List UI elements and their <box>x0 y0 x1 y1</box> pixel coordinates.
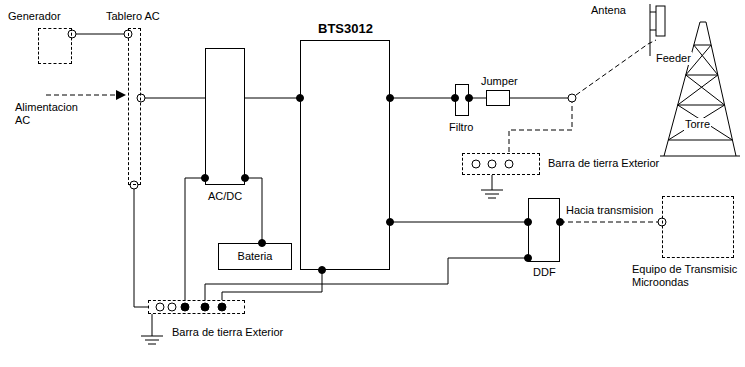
rectifier-box: AC/DC <box>205 48 245 185</box>
connector <box>557 218 667 226</box>
terminal <box>488 160 496 168</box>
connection-dot <box>130 181 138 189</box>
terminal <box>218 303 226 311</box>
connection-dot <box>319 267 326 274</box>
battery-box: Bateria <box>218 243 292 270</box>
node-label: Barra de tierra Exterior <box>548 157 659 170</box>
connector-line <box>510 98 572 99</box>
terminal <box>505 160 513 168</box>
connector <box>509 94 576 153</box>
connector <box>68 30 132 38</box>
connector-label: Hacia transmision <box>565 204 654 217</box>
tower-symbol <box>660 22 740 156</box>
connection-dot <box>466 95 473 102</box>
connector-line <box>390 98 455 99</box>
connector <box>387 219 532 226</box>
node-label: Barra de tierra Exterior <box>172 326 283 339</box>
feeder-line <box>576 40 656 95</box>
ground-symbol <box>481 175 503 198</box>
connector <box>387 95 459 102</box>
connector <box>222 267 326 301</box>
generator-box: Generador <box>38 28 72 64</box>
connector-line <box>222 270 322 300</box>
arrow-head <box>116 90 126 100</box>
supply-arrow <box>46 95 118 96</box>
node-label: Jumper <box>481 75 518 88</box>
tower-label: Torre <box>684 118 711 131</box>
connector <box>130 181 148 307</box>
node-label: DDF <box>533 266 556 279</box>
connection-dot <box>387 95 394 102</box>
connector <box>242 175 266 247</box>
supply-label: Alimentacion AC <box>14 101 96 127</box>
node-label: Tablero AC <box>106 10 160 23</box>
node-label: Generador <box>8 10 61 23</box>
terminal-group <box>472 160 513 168</box>
connector-line <box>205 258 528 300</box>
ground-symbol <box>141 314 163 344</box>
antenna-symbol <box>650 4 665 56</box>
node-label: Bateria <box>238 250 273 263</box>
connector-line <box>245 98 300 99</box>
connector-line <box>141 98 205 99</box>
terminal <box>156 303 164 311</box>
connector-line <box>390 222 528 223</box>
connector-line <box>245 178 262 243</box>
terminal-group <box>156 303 226 311</box>
terminal <box>168 303 176 311</box>
node-label: BTS3012 <box>318 21 373 37</box>
connection-dot <box>568 94 576 102</box>
ddf-box: DDF <box>528 198 560 262</box>
terminal <box>181 303 189 311</box>
microwave-equipment: Equipo de Transmisic Microondas <box>662 196 734 258</box>
connection-dot <box>387 219 394 226</box>
node-label: Filtro <box>449 121 473 134</box>
ground-bar: Barra de tierra Exterior <box>462 153 540 175</box>
ground-bar: Barra de tierra Exterior <box>148 300 245 314</box>
connector-line <box>134 185 148 307</box>
connector-line <box>509 98 572 153</box>
ac-panel: Tablero AC <box>128 28 141 185</box>
node-label: Equipo de Transmisic Microondas <box>632 263 740 289</box>
jumper-box: Jumper <box>486 90 510 106</box>
terminal <box>472 160 480 168</box>
connector-line <box>72 34 128 35</box>
connector <box>185 175 209 301</box>
connector <box>137 94 205 102</box>
connector <box>245 95 304 102</box>
connection-dot <box>242 175 249 182</box>
feeder-label: Feeder <box>655 52 692 65</box>
connector-line <box>560 222 662 223</box>
antenna-label: Antena <box>590 4 627 17</box>
connection-dot <box>137 94 145 102</box>
connector-line <box>185 178 205 300</box>
bts-cabinet: BTS3012 <box>300 40 390 270</box>
node-label: AC/DC <box>208 190 242 203</box>
filter-box: Filtro <box>455 84 469 116</box>
terminal <box>201 303 209 311</box>
connection-dot <box>557 219 564 226</box>
connection-dot <box>68 30 76 38</box>
